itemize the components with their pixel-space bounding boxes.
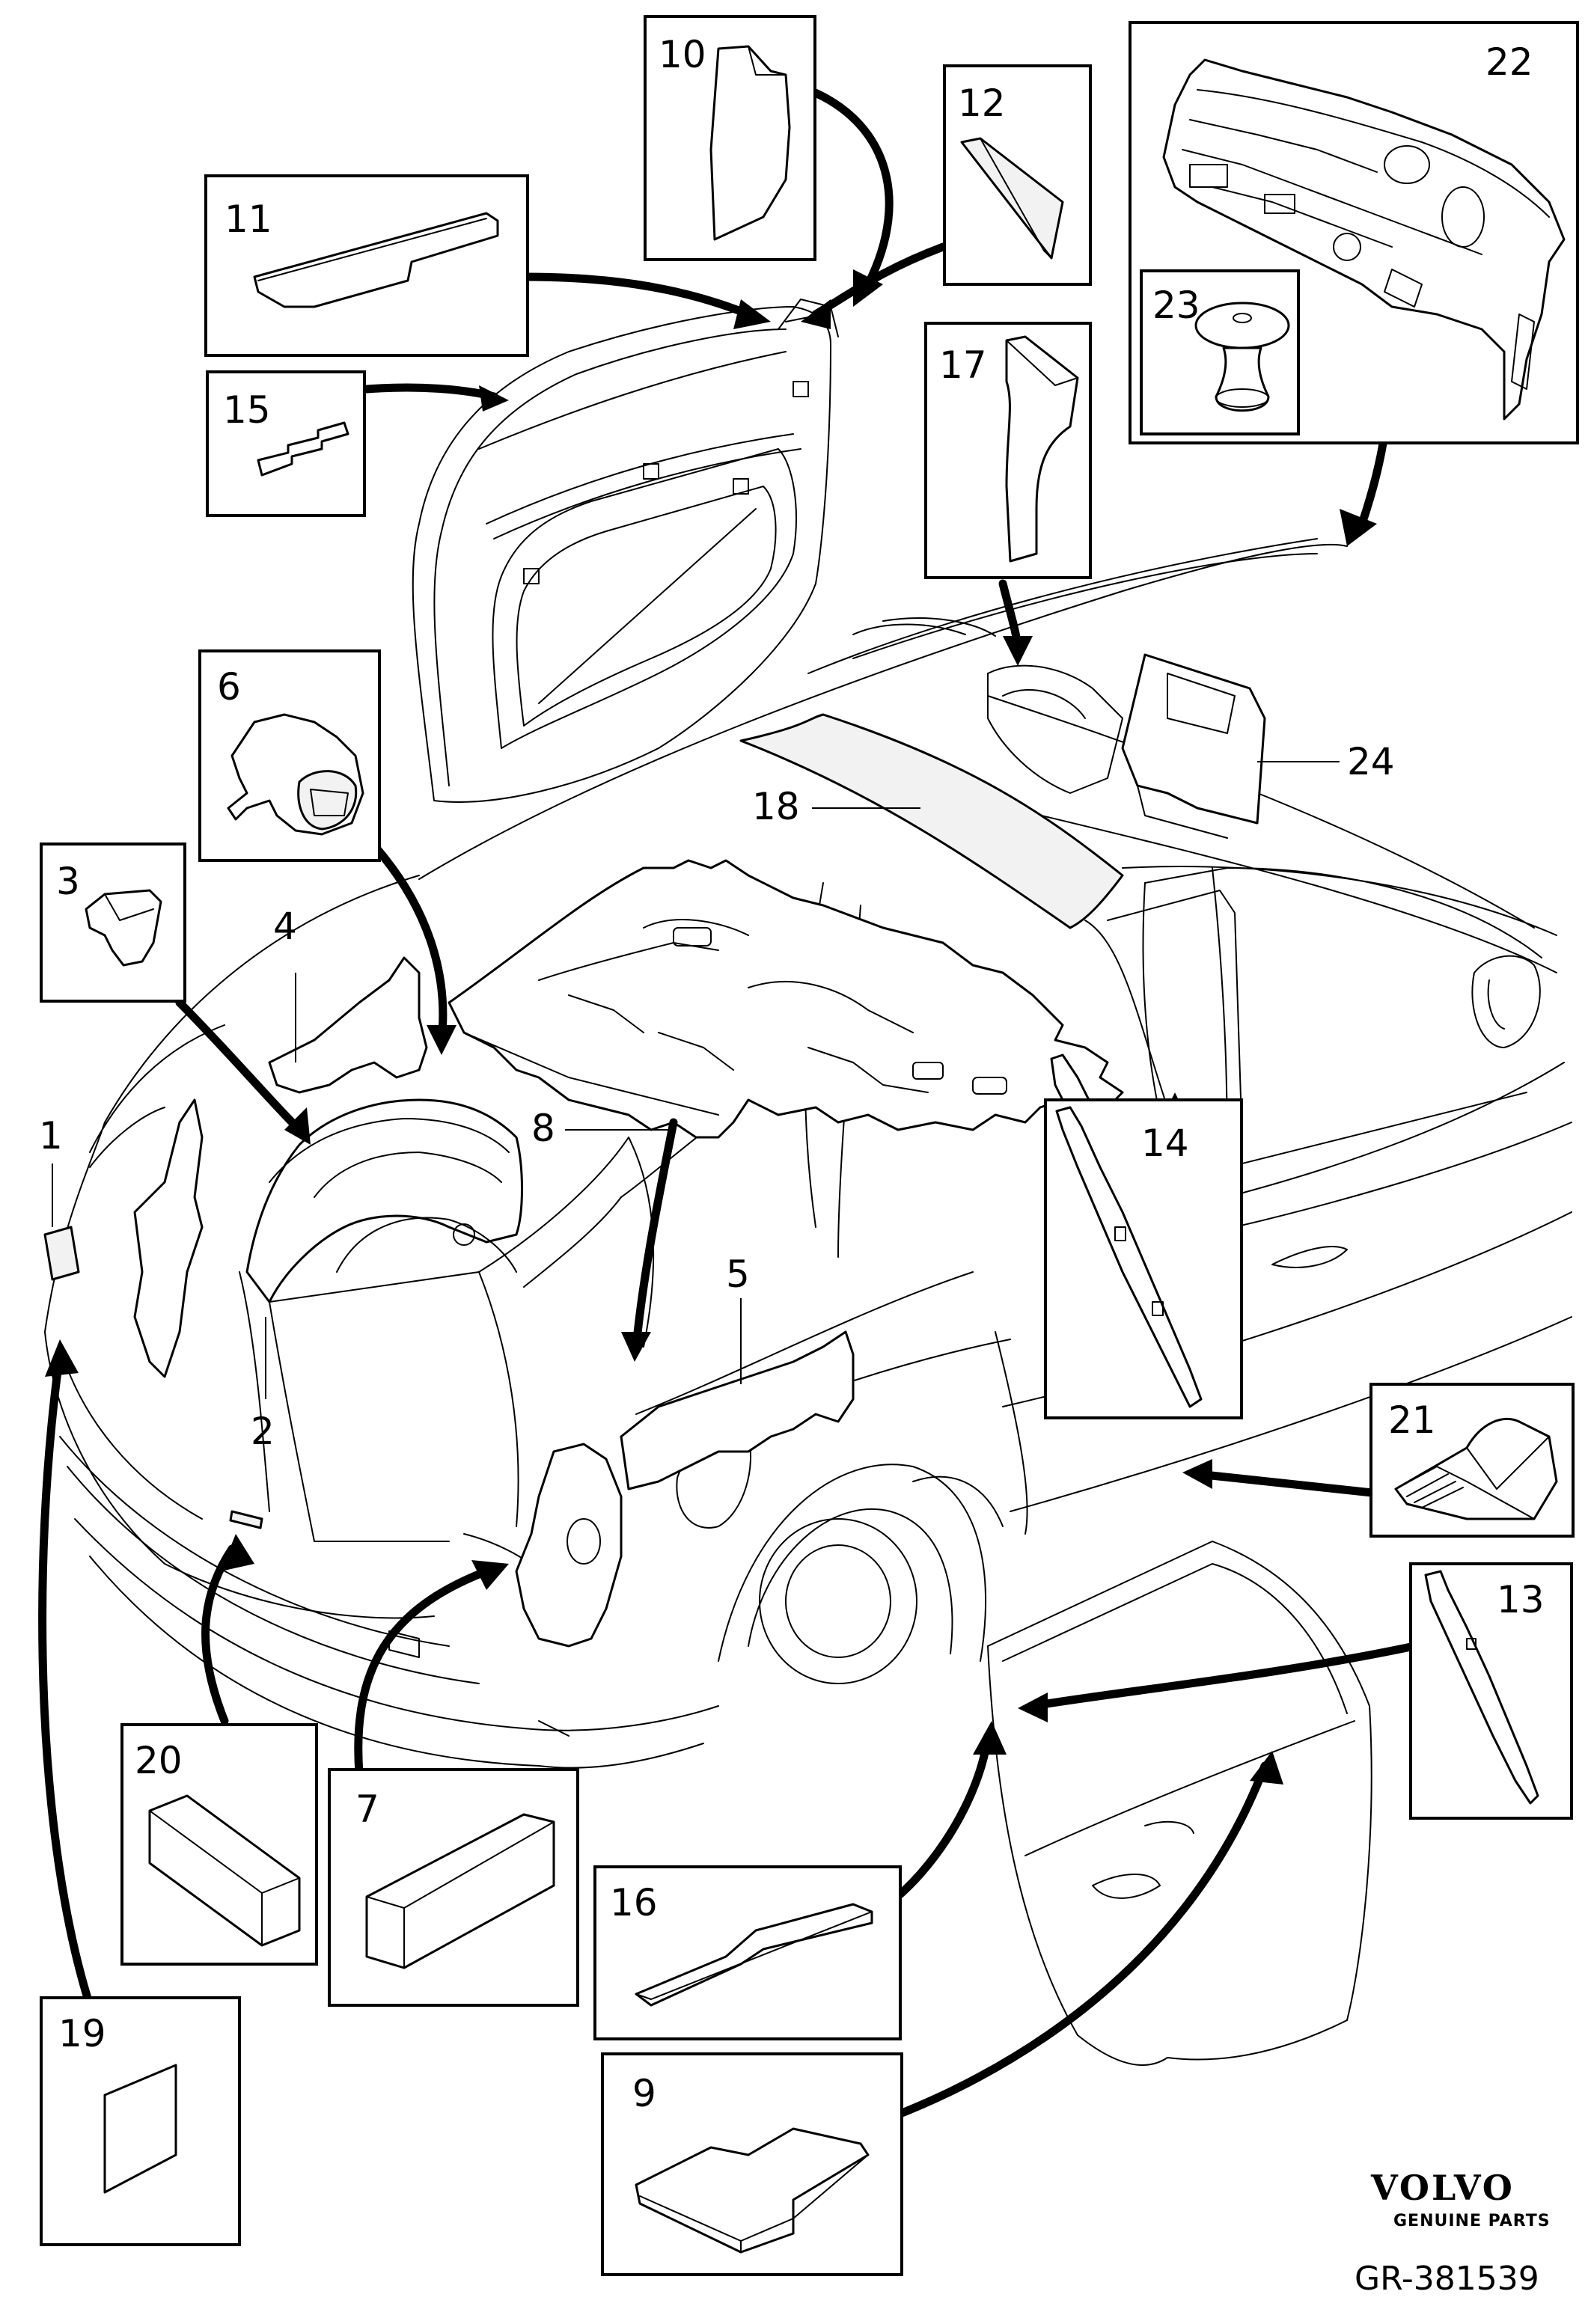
callout-label-15: 15 bbox=[223, 388, 271, 432]
tailgate bbox=[412, 299, 839, 803]
part-4-shape bbox=[268, 956, 428, 1094]
callout-box-7: 7 bbox=[328, 1768, 579, 2007]
brand-logo-text: VOLVO bbox=[1370, 2168, 1515, 2208]
callout-box-6: 6 bbox=[198, 649, 381, 862]
callout-label-11: 11 bbox=[225, 198, 272, 241]
callout-box-15: 15 bbox=[206, 370, 366, 517]
callout-label-1: 1 bbox=[39, 1114, 63, 1158]
callout-label-16: 16 bbox=[610, 1881, 658, 1924]
callout-label-18: 18 bbox=[752, 785, 800, 828]
callout-label-3: 3 bbox=[56, 860, 80, 903]
callout-box-23: 23 bbox=[1140, 269, 1300, 435]
part-1-shape bbox=[43, 1226, 80, 1281]
car-outline bbox=[44, 538, 1572, 2066]
part-20-marker bbox=[229, 1510, 263, 1529]
callout-label-21: 21 bbox=[1388, 1398, 1436, 1442]
free-callouts: 1 2 4 5 8 18 24 bbox=[39, 740, 1395, 1453]
callout-box-21: 21 bbox=[1369, 1383, 1575, 1538]
callout-box-17: 17 bbox=[924, 322, 1092, 579]
part-18-shape bbox=[739, 713, 1124, 929]
callout-box-14: 14 bbox=[1044, 1098, 1243, 1419]
callout-label-23: 23 bbox=[1152, 284, 1200, 327]
brand-block: VOLVO GENUINE PARTS GR-381539 bbox=[1355, 2168, 1551, 2298]
callout-box-12: 12 bbox=[943, 64, 1092, 286]
callout-label-22: 22 bbox=[1485, 40, 1533, 84]
callout-box-19: 19 bbox=[40, 1996, 241, 2246]
callout-box-16: 16 bbox=[593, 1865, 902, 2040]
brand-tagline: GENUINE PARTS bbox=[1393, 2212, 1551, 2230]
callout-label-20: 20 bbox=[135, 1739, 183, 1782]
connectors bbox=[38, 85, 1419, 2122]
callout-box-11: 11 bbox=[204, 174, 529, 357]
callout-label-10: 10 bbox=[659, 33, 706, 76]
part-19-shape bbox=[133, 1098, 204, 1378]
callout-label-5: 5 bbox=[726, 1253, 750, 1296]
callout-box-9: 9 bbox=[601, 2052, 903, 2276]
callout-box-10: 10 bbox=[644, 15, 816, 261]
callout-label-13: 13 bbox=[1497, 1578, 1545, 1621]
callout-label-12: 12 bbox=[958, 82, 1006, 125]
callout-label-24: 24 bbox=[1347, 740, 1395, 783]
callout-label-8: 8 bbox=[531, 1107, 555, 1150]
part-5-shape bbox=[620, 1330, 855, 1490]
callout-box-13: 13 bbox=[1409, 1562, 1573, 1820]
callout-label-17: 17 bbox=[939, 343, 987, 387]
callout-label-9: 9 bbox=[632, 2072, 656, 2115]
callout-label-2: 2 bbox=[251, 1410, 275, 1453]
callout-label-7: 7 bbox=[355, 1788, 379, 1831]
callout-box-20: 20 bbox=[120, 1723, 318, 1966]
callout-label-19: 19 bbox=[58, 2012, 106, 2055]
part-2-shape bbox=[245, 1098, 523, 1303]
callout-label-6: 6 bbox=[217, 665, 241, 709]
part-24-shape bbox=[1121, 653, 1266, 825]
callout-label-4: 4 bbox=[273, 905, 297, 948]
part-7-shape bbox=[515, 1443, 623, 1648]
callout-label-14: 14 bbox=[1141, 1122, 1189, 1165]
part-8-shape bbox=[448, 859, 1124, 1139]
callout-box-3: 3 bbox=[40, 843, 186, 1003]
reference-number: GR-381539 bbox=[1355, 2260, 1539, 2298]
